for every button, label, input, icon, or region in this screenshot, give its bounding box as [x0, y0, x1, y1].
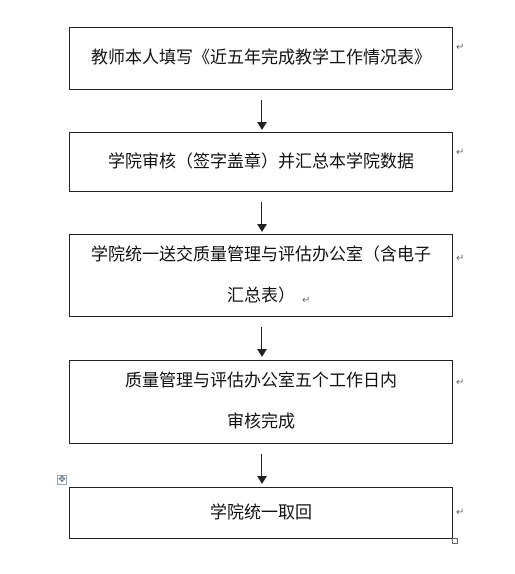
- flow-step-4-line-2: 审核完成: [227, 412, 295, 432]
- paragraph-mark-icon: ↵: [456, 507, 465, 518]
- flow-step-3-line-2: 汇总表）: [227, 285, 295, 306]
- paragraph-mark-icon: ↵: [456, 147, 465, 158]
- flow-step-5-text: 学院统一取回: [210, 502, 312, 523]
- flow-step-4-line-1: 质量管理与评估办公室五个工作日内: [125, 371, 397, 391]
- arrow-down-icon: [257, 476, 267, 484]
- resize-handle[interactable]: [452, 538, 458, 544]
- paragraph-mark-icon: ↵: [456, 253, 465, 264]
- arrow-down-icon: [257, 349, 267, 357]
- flow-arrow-1: [255, 100, 269, 130]
- flow-step-4: 质量管理与评估办公室五个工作日内 审核完成: [69, 360, 453, 444]
- flow-step-1-text: 教师本人填写《近五年完成教学工作情况表》: [91, 48, 431, 68]
- flow-arrow-2: [255, 202, 269, 232]
- flow-step-3: 学院统一送交质量管理与评估办公室（含电子 汇总表）: [69, 234, 453, 317]
- paragraph-mark-icon: ↵: [302, 295, 311, 306]
- flow-arrow-3: [255, 327, 269, 357]
- paragraph-mark-icon: ↵: [456, 377, 465, 388]
- flow-arrow-4: [255, 454, 269, 484]
- flow-step-3-line-1: 学院统一送交质量管理与评估办公室（含电子: [91, 244, 431, 265]
- flow-step-1: 教师本人填写《近五年完成教学工作情况表》: [69, 27, 453, 90]
- move-handle-icon[interactable]: ✥: [57, 475, 67, 485]
- paragraph-mark-icon: ↵: [456, 42, 465, 53]
- arrow-down-icon: [257, 122, 267, 130]
- flow-step-5: 学院统一取回: [69, 487, 453, 539]
- flow-step-2-text: 学院审核（签字盖章）并汇总本学院数据: [108, 151, 414, 172]
- arrow-down-icon: [257, 224, 267, 232]
- flow-step-2: 学院审核（签字盖章）并汇总本学院数据: [69, 132, 453, 192]
